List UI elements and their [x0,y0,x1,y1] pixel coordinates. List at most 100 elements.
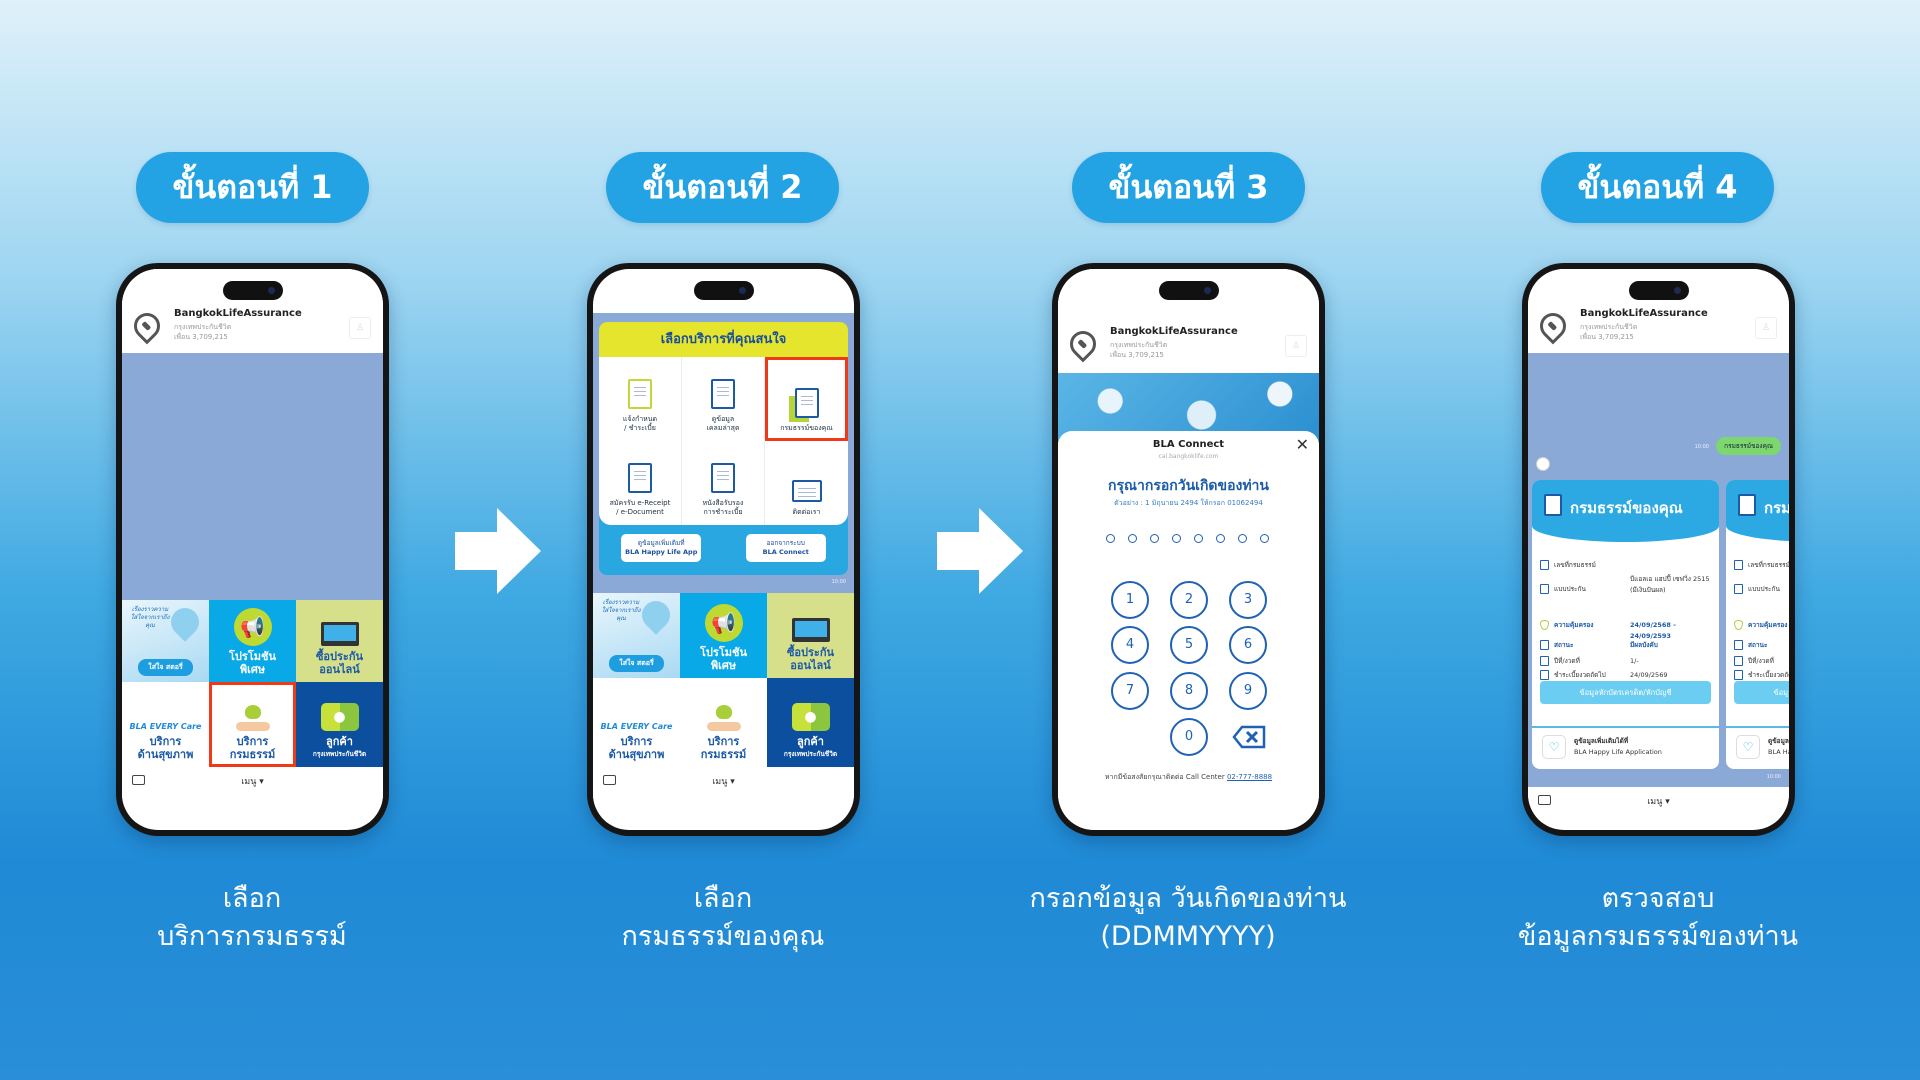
policy-shield-icon [1544,494,1562,516]
menu-health[interactable]: BLA EVERY Care บริการด้านสุขภาพ [122,682,209,767]
service-item[interactable]: ติดต่อเรา [765,441,848,525]
caption-line: เลือก [693,883,753,914]
modal-app-name: BLA Connect [1152,439,1225,450]
keypad-key[interactable]: 9 [1229,672,1267,710]
clipboard-icon [1540,560,1549,570]
service-item[interactable]: กรมธรรม์ของคุณ [765,357,848,441]
every-care-logo: BLA EVERY Care [600,722,673,731]
row-label: ปีที่/งวดที่ [1748,657,1774,665]
menu-customer[interactable]: ● ลูกค้ากรุงเทพประกันชีวิต [767,678,854,767]
service-label: ดูข้อมูล [711,415,735,423]
line-chat-screen: BangkokLifeAssurance กรุงเทพประกันชีวิต … [122,269,383,830]
menu-buy-online[interactable]: ซื้อประกันออนไลน์ [296,600,383,682]
keypad-key[interactable]: 2 [1170,581,1208,619]
service-item[interactable]: หนังสือรับรองการชำระเบี้ย [682,441,765,525]
account-name: BangkokLifeAssurance [1580,308,1708,319]
keyboard-icon[interactable] [132,775,145,785]
pin-dot [1128,534,1137,543]
row-label: สถานะ [1554,641,1574,649]
service-label: ติดต่อเรา [792,508,821,516]
person-icon[interactable]: ♙ [349,317,371,339]
card-footer-link[interactable]: ♡ดูข้อมูลเพิ่มเติมได้ที่BLA Happy Life A… [1532,726,1719,769]
friends-count: เพื่อน 3,709,215 [174,333,228,341]
menu-label: ซื้อประกัน [786,646,835,659]
checkbox-icon [1540,640,1549,650]
keypad-key[interactable]: 0 [1170,718,1208,756]
story-label: ใส่ใจ สตอรี่ [138,659,193,676]
service-item[interactable]: แจ้งกำหนด/ ชำระเบี้ย [599,357,682,441]
call-center-text: หากมีข้อสงสัยกรุณาติดต่อ Call Center [1104,773,1225,781]
menu-promotion[interactable]: 📢 โปรโมชันพิเศษ [680,593,767,678]
arrow-right-icon [937,508,1023,594]
service-label: เคลมล่าสุด [706,424,740,432]
pin-dot [1216,534,1225,543]
card-header: กรมธรรม์ของคุณ [1726,480,1789,542]
bla-logo-icon [1064,325,1102,363]
document-icon [1734,656,1743,666]
document-icon [1734,584,1743,594]
menu-toggle[interactable]: เมนู ▾ [712,777,735,787]
button-label: ดูข้อมูลเพิ่มเติมที่ [637,539,685,547]
policy-row: เลขที่กรมธรรม์ [1540,560,1710,570]
keypad-key[interactable]: 7 [1111,672,1149,710]
happy-life-app-button[interactable]: ดูข้อมูลเพิ่มเติมที่BLA Happy Life App [621,534,702,562]
chat-area [122,353,383,600]
button-label: BLA Connect [762,548,809,556]
step-4-pill: ขั้นตอนที่ 4 [1541,152,1774,223]
menu-buy-online[interactable]: ซื้อประกันออนไลน์ [767,593,854,678]
row-label: เลขที่กรมธรรม์ [1554,561,1596,569]
menu-label: ด้านสุขภาพ [137,748,194,761]
bot-avatar [1536,457,1550,471]
keypad-key[interactable]: 4 [1111,626,1149,664]
row-value: มีผลบังคับ [1630,641,1658,649]
customer-icon: ● [320,703,359,731]
person-icon[interactable]: ♙ [1755,317,1777,339]
payment-info-button[interactable]: ข้อมูลหักบัตรเครดิต/หักบัญชี [1540,681,1711,704]
laptop-cart-icon [320,622,359,646]
service-item[interactable]: สมัครรับ e-Receipt/ e-Document [599,441,682,525]
menu-toggle[interactable]: เมนู ▾ [1647,797,1670,807]
step-1-caption: เลือกบริการกรมธรรม์ [32,880,472,956]
close-icon[interactable]: ✕ [1295,435,1309,454]
backspace-icon[interactable] [1232,725,1266,749]
menu-toggle[interactable]: เมนู ▾ [241,777,264,787]
bla-logo-icon [128,307,166,345]
step-1-pill: ขั้นตอนที่ 1 [136,152,369,223]
policy-shield-icon [1738,494,1756,516]
keyboard-icon[interactable] [1538,795,1551,805]
keypad-key[interactable]: 8 [1170,672,1208,710]
menu-story[interactable]: เรื่องราวความใส่ใจจากเราถึงคุณ ใส่ใจ สตอ… [122,600,209,682]
keyboard-icon[interactable] [603,775,616,785]
keypad-key[interactable]: 3 [1229,581,1267,619]
card-footer-link[interactable]: ♡ดูข้อมูลเพิ่มเติมได้ที่BLA Happy Life A… [1726,726,1789,769]
service-item[interactable]: ดูข้อมูลเคลมล่าสุด [682,357,765,441]
menu-label: ออนไลน์ [319,663,360,676]
menu-health[interactable]: BLA EVERY Care บริการด้านสุขภาพ [593,678,680,767]
call-center-phone-link[interactable]: 02-777-8888 [1226,773,1273,781]
card-title: กรมธรรม์ของคุณ [1570,499,1683,517]
account-subtitle: กรุงเทพประกันชีวิต [174,323,232,331]
rich-menu: เรื่องราวความใส่ใจจากเราถึงคุณ ใส่ใจ สตอ… [122,600,383,767]
pin-dot [1172,534,1181,543]
person-icon[interactable]: ♙ [1285,335,1307,357]
caption-line: ข้อมูลกรมธรรม์ของท่าน [1517,921,1799,952]
menu-policy-service[interactable]: บริการกรมธรรม์ [680,678,767,767]
menu-customer[interactable]: ● ลูกค้ากรุงเทพประกันชีวิต [296,682,383,767]
keypad-key[interactable]: 1 [1111,581,1149,619]
menu-promotion[interactable]: 📢 โปรโมชันพิเศษ [209,600,296,682]
keypad-key[interactable]: 5 [1170,626,1208,664]
payment-info-button[interactable]: ข้อมูลหักบัตรเครดิต/หักบัญชี [1734,681,1789,704]
keypad-key[interactable]: 6 [1229,626,1267,664]
menu-policy-service[interactable]: บริการกรมธรรม์ [209,682,296,767]
birthdate-screen: BangkokLifeAssurance กรุงเทพประกันชีวิต … [1058,269,1319,830]
policy-shield-icon [794,388,819,418]
menu-label: โปรโมชัน [700,646,747,659]
every-care-logo: BLA EVERY Care [129,722,202,731]
calendar-icon [1540,670,1549,680]
caption-line: กรมธรรม์ของคุณ [621,921,825,952]
phone-step-3: BangkokLifeAssurance กรุงเทพประกันชีวิต … [1052,263,1325,836]
friends-count: เพื่อน 3,709,215 [1110,351,1164,359]
menu-story[interactable]: เรื่องราวความใส่ใจจากเราถึงคุณ ใส่ใจ สตอ… [593,593,680,678]
